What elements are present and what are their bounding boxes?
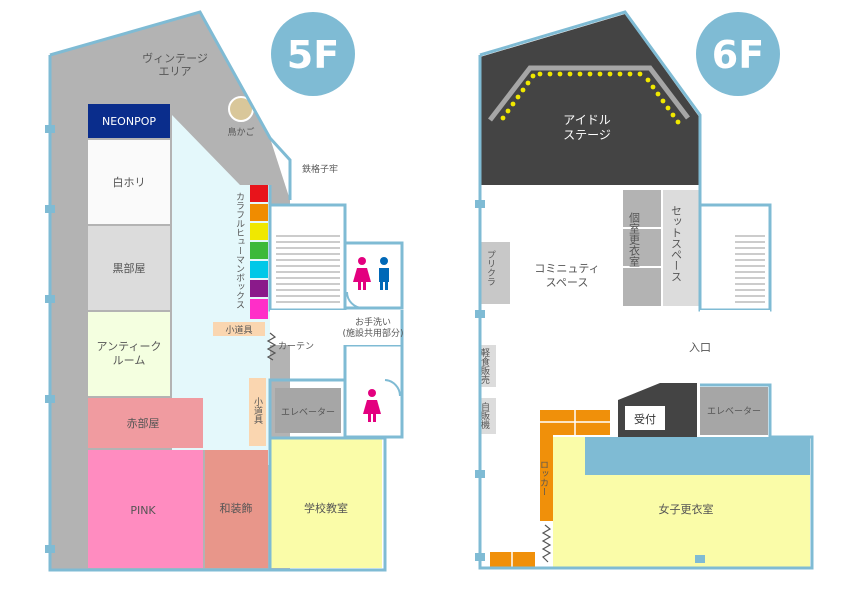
label-antique-1: アンティーク bbox=[97, 340, 162, 353]
room-wasou bbox=[205, 450, 268, 568]
svg-text:5F: 5F bbox=[287, 33, 339, 77]
colorful-boxes bbox=[250, 185, 268, 319]
stage-lights bbox=[500, 71, 681, 125]
floor-5f: 5F ヴィンテージ エリア NEONPOP 鳥かご 鉄格子牢 白ホリ 黒部屋 ア… bbox=[45, 10, 404, 572]
label-antique-2: ルーム bbox=[113, 354, 146, 367]
label-community-2: スペース bbox=[546, 276, 589, 289]
label-otearai-2: (施設共用部分) bbox=[342, 327, 403, 339]
label-keishoku: 軽食販売 bbox=[479, 348, 490, 385]
stairs-5f bbox=[268, 203, 347, 312]
label-vintage-2: エリア bbox=[159, 65, 192, 78]
label-tekkaku: 鉄格子牢 bbox=[302, 163, 338, 175]
room-pink bbox=[88, 450, 203, 568]
label-kodougu-2: 小道具 bbox=[252, 397, 263, 425]
elevator-6f bbox=[700, 387, 768, 435]
label-akabeya: 赤部屋 bbox=[127, 416, 160, 430]
purikura-box bbox=[480, 242, 510, 304]
floor-badge-5f bbox=[271, 12, 355, 96]
room-akabeya bbox=[88, 398, 203, 448]
koshitsu-block bbox=[623, 190, 661, 306]
label-purikura: プリクラ bbox=[485, 250, 495, 286]
room-kurobeya bbox=[88, 226, 170, 310]
label-koshitsu: 個室更衣室 bbox=[628, 212, 641, 267]
label-iriguchi: 入口 bbox=[689, 341, 711, 354]
stairs-6f bbox=[698, 203, 772, 312]
men-toilet-icon bbox=[379, 257, 389, 290]
label-elevator-5f: エレベーター bbox=[281, 407, 335, 418]
svg-text:6F: 6F bbox=[712, 33, 764, 77]
floor-badge-6f bbox=[696, 12, 780, 96]
label-pink: PINK bbox=[130, 504, 156, 517]
locker-side bbox=[540, 435, 553, 521]
label-vintage-1: ヴィンテージ bbox=[142, 51, 208, 65]
women-toilet-icon-2 bbox=[363, 389, 381, 422]
label-uketsuke: 受付 bbox=[634, 413, 656, 426]
room-neonpop bbox=[88, 104, 170, 138]
label-kodougu-1: 小道具 bbox=[225, 324, 252, 336]
room-shirohori bbox=[88, 140, 170, 224]
label-idol-1: アイドル bbox=[563, 113, 610, 127]
label-torikago: 鳥かご bbox=[227, 126, 254, 138]
jihanki-box bbox=[480, 398, 496, 434]
kodougu-2 bbox=[249, 378, 266, 446]
room-gakko bbox=[270, 438, 382, 568]
elevator-5f bbox=[275, 388, 341, 433]
floor-6f: 6F アイドル ステージ コミニュティ スペース プリクラ 個室更衣室 セットス… bbox=[475, 10, 814, 570]
label-wasou: 和装飾 bbox=[220, 502, 253, 515]
room-antique bbox=[88, 312, 170, 396]
label-neonpop: NEONPOP bbox=[102, 115, 156, 128]
label-curtain: カーテン bbox=[278, 341, 314, 352]
uketsuke-sign bbox=[625, 406, 665, 430]
label-idol-2: ステージ bbox=[563, 128, 611, 142]
label-community-1: コミニュティ bbox=[534, 262, 599, 275]
label-otearai-1: お手洗い bbox=[355, 316, 391, 328]
label-gakko: 学校教室 bbox=[304, 501, 348, 515]
label-shirohori: 白ホリ bbox=[113, 175, 146, 189]
women-toilet-icon bbox=[353, 257, 371, 290]
label-colorful: カラフルヒューマンボックス bbox=[234, 192, 245, 309]
label-joshi: 女子更衣室 bbox=[659, 502, 714, 516]
kodougu-1 bbox=[213, 322, 265, 336]
label-locker: ロッカー bbox=[538, 460, 548, 496]
label-elevator-6f: エレベーター bbox=[707, 406, 761, 417]
label-kurobeya: 黒部屋 bbox=[113, 261, 146, 275]
set-space-block bbox=[663, 190, 700, 306]
keishoku-box bbox=[480, 345, 496, 387]
label-jihanki: 自販機 bbox=[479, 401, 490, 430]
idol-stage bbox=[480, 14, 700, 185]
label-set-space: セットスペース bbox=[670, 205, 683, 282]
